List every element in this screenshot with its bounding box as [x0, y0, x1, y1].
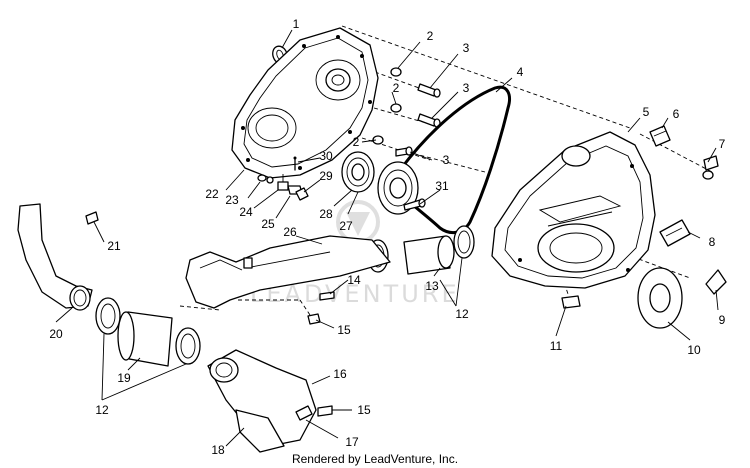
callout-1: 1	[293, 17, 300, 31]
callout-17: 17	[345, 435, 359, 449]
callout-19: 19	[117, 371, 131, 385]
callout-23: 23	[225, 193, 239, 207]
callout-7: 7	[719, 137, 726, 151]
callout-5: 5	[643, 105, 650, 119]
callout-25: 25	[261, 217, 275, 231]
part-17-clip	[295, 405, 313, 421]
callout-15b: 15	[357, 403, 371, 417]
part-12-clamp-lower-b	[175, 327, 201, 365]
part-18-duct-shield	[235, 409, 285, 453]
part-22-inner-cover	[231, 27, 379, 179]
callout-14: 14	[347, 273, 361, 287]
part-19-sleeve-lower	[117, 311, 173, 367]
callout-3a: 3	[463, 41, 470, 55]
part-3-bolts	[395, 83, 441, 157]
part-12-clamp-upper-b	[453, 225, 475, 259]
callout-16: 16	[333, 367, 347, 381]
callout-18: 18	[211, 443, 225, 457]
part-30-pin	[293, 156, 297, 171]
part-27-bearing	[377, 161, 419, 215]
part-9-decal	[705, 269, 727, 295]
part-15-screw-upper	[307, 313, 321, 325]
callout-11: 11	[550, 339, 563, 353]
callout-21: 21	[107, 239, 121, 253]
callout-labels: 1 2 3 2 3 2 3 4 5 6 7 8 9 10 11 12 12 13…	[49, 17, 725, 457]
part-28-seal	[341, 151, 375, 193]
callout-12a: 12	[455, 307, 469, 321]
callout-22: 22	[205, 187, 219, 201]
part-4-drive-belt	[391, 85, 511, 234]
callout-2b: 2	[393, 81, 400, 95]
part-13-sleeve-upper	[403, 235, 455, 275]
callout-9: 9	[719, 313, 726, 327]
part-10-washer	[637, 267, 683, 329]
callout-26: 26	[283, 225, 297, 239]
part-11-bolt	[561, 295, 581, 309]
part-20-outlet-duct	[17, 203, 93, 311]
callout-10: 10	[687, 343, 701, 357]
callout-4: 4	[517, 65, 524, 79]
callout-8: 8	[709, 235, 716, 249]
callout-12b: 12	[95, 403, 109, 417]
callout-13: 13	[425, 279, 439, 293]
part-26-intake-duct	[185, 235, 391, 309]
callout-3b: 3	[463, 81, 470, 95]
part-14-screw	[319, 291, 335, 301]
callout-29: 29	[319, 169, 333, 183]
callout-24: 24	[239, 205, 253, 219]
part-6-clip	[649, 125, 671, 147]
part-15-screw-lower	[317, 405, 333, 417]
part-8-decal	[659, 219, 691, 247]
callout-2a: 2	[427, 29, 434, 43]
callout-6: 6	[673, 107, 680, 121]
part-2-washers	[372, 67, 402, 145]
part-7-bolt	[702, 155, 719, 180]
callout-30: 30	[319, 149, 333, 163]
callout-3c: 3	[443, 153, 450, 167]
part-21-screw	[85, 211, 99, 225]
part-23-nut	[257, 174, 274, 184]
part-12-clamp-lower-a	[95, 297, 121, 335]
callout-31: 31	[435, 179, 449, 193]
callout-15a: 15	[337, 323, 351, 337]
callout-20: 20	[49, 327, 63, 341]
callout-27: 27	[339, 219, 353, 233]
callout-28: 28	[319, 207, 333, 221]
leader-lines	[55, 29, 719, 447]
callout-2c: 2	[353, 135, 360, 149]
part-5-outer-cover	[491, 131, 656, 289]
part-16-lower-duct	[207, 349, 317, 447]
part-31-screw	[403, 198, 426, 211]
footer-credit: Rendered by LeadVenture, Inc.	[291, 452, 459, 466]
